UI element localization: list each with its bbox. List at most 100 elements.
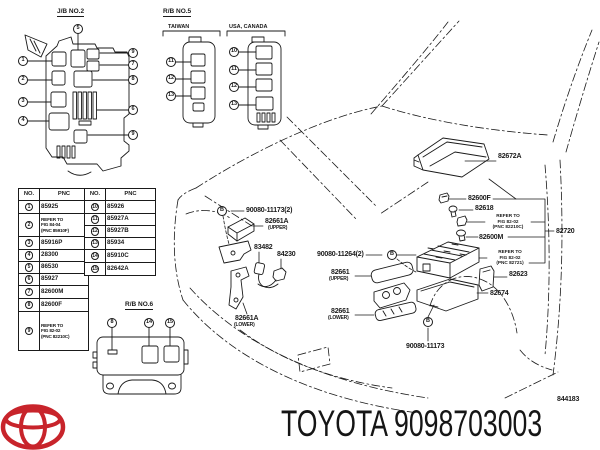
row-no-badge: 14 — [90, 251, 100, 261]
col-header-no: NO. — [18, 188, 40, 201]
callout-us-11: 11 — [229, 65, 239, 75]
part-label-83482: 83482 — [254, 244, 273, 251]
pnc-value: 85927 — [39, 273, 89, 286]
callout-us-13: 13 — [229, 100, 239, 110]
toyota-logo-icon — [0, 404, 66, 450]
part-label-82661a-lower: 82661A — [235, 315, 259, 322]
callout-8: 8 — [128, 75, 138, 85]
pnc-value: REFER TO FIG 84-04 (PNC 85910F) — [39, 213, 89, 237]
variant-label-upper: (UPPER) — [268, 225, 288, 231]
rb5-panels-drawing — [162, 30, 286, 130]
footer-part-number-text: TOYOTA 9098703003 — [281, 403, 543, 444]
row-no-badge: 9 — [24, 326, 34, 336]
callout-rb6-15: 15 — [165, 318, 175, 328]
pnc-value: 82642A — [105, 262, 156, 276]
row-no-badge: 10 — [90, 202, 100, 212]
rb6-title: R/B NO.6 — [125, 301, 154, 310]
callout-rb6-14: 14 — [144, 318, 154, 328]
table-row: 1 85925 — [18, 200, 89, 214]
part-label-90080-11173: 90080-11173 — [406, 343, 445, 350]
part-label-90080-11264: 90080-11264(2) — [317, 251, 364, 258]
row-no-badge: 3 — [24, 238, 34, 248]
part-label-82720: 82720 — [556, 228, 575, 235]
table-row: 2 REFER TO FIG 84-04 (PNC 85910F) — [18, 213, 89, 237]
callout-us-10: 10 — [229, 47, 239, 57]
jb2-title: J/B NO.2 — [57, 8, 85, 17]
table-row: 8 82600F — [18, 298, 89, 312]
part-label-82672a: 82672A — [498, 153, 522, 160]
region-label-usa-canada: USA, CANADA — [229, 24, 268, 30]
leader-lines — [222, 160, 555, 342]
pnc-value: 86530 — [39, 261, 89, 274]
row-no-badge: 13 — [90, 239, 100, 248]
part-label-82618: 82618 — [475, 205, 494, 212]
variant-label-upper: (UPPER) — [329, 276, 349, 282]
part-label-82661-upper: 82661 — [331, 269, 350, 276]
callout-7: 7 — [128, 60, 138, 70]
part-label-82600f: 82600F — [468, 195, 491, 202]
part-label-82661a-upper: 82661A — [265, 218, 289, 225]
table-row: 10 85926 — [84, 200, 156, 214]
callout-2: 2 — [18, 75, 28, 85]
table-row: 7 82600M — [18, 285, 89, 299]
pnc-value: 85910C — [105, 249, 156, 263]
col-header-pnc: PNC — [105, 188, 156, 201]
part-label-82600m: 82600M — [479, 234, 504, 241]
callout-bolt-b3: B — [423, 317, 433, 327]
callout-tw-13: 13 — [166, 91, 176, 101]
callout-5: 5 — [73, 24, 83, 34]
row-no-badge: 7 — [24, 287, 34, 297]
pnc-table-left: NO. PNC 1 85925 2 REFER TO FIG 84-04 (PNC … — [18, 188, 89, 351]
callout-tw-11: 11 — [166, 57, 176, 67]
pnc-value: 85927A — [105, 213, 156, 226]
part-label-84230: 84230 — [277, 251, 296, 258]
pnc-value: 82600F — [39, 298, 89, 312]
row-no-badge: 2 — [24, 220, 34, 230]
row-no-badge: 8 — [24, 300, 34, 310]
table-row: 6 85927 — [18, 273, 89, 286]
callout-1: 1 — [18, 56, 28, 66]
callout-9b: 9 — [128, 130, 138, 140]
col-header-pnc: PNC — [39, 188, 89, 201]
table-row: 15 82642A — [84, 262, 156, 276]
variant-label-lower: (LOWER) — [328, 315, 349, 321]
drawing-number: 844183 — [557, 396, 580, 403]
pnc-value: 85926 — [105, 200, 156, 214]
callout-6: 6 — [128, 105, 138, 115]
refer-note-82721: REFER TO FIG 82-02 (PNC 82721) — [496, 249, 524, 266]
part-label-90080-11173-2: 90080-11173(2) — [246, 207, 293, 214]
table-row: 5 86530 — [18, 261, 89, 274]
row-no-badge: 15 — [90, 264, 100, 274]
rb6-drawing — [92, 327, 189, 395]
row-no-badge: 12 — [90, 227, 100, 236]
row-no-badge: 4 — [24, 251, 34, 260]
pnc-value: 85934 — [105, 237, 156, 250]
callout-us-12: 12 — [229, 82, 239, 92]
region-label-taiwan: TAIWAN — [168, 24, 190, 30]
callout-9a: 9 — [128, 48, 138, 58]
jb2-fusebox-drawing — [24, 33, 130, 176]
callout-rb6-8: 8 — [107, 318, 117, 328]
row-no-badge: 6 — [24, 275, 34, 284]
part-label-82623: 82623 — [509, 271, 528, 278]
pnc-value: 85925 — [39, 200, 89, 214]
part-label-82661-lower: 82661 — [331, 308, 350, 315]
pnc-value: 28300 — [39, 249, 89, 262]
callout-bolt-b1: B — [217, 206, 227, 216]
part-label-82674: 82674 — [490, 290, 509, 297]
row-no-badge: 5 — [24, 263, 34, 272]
callout-tw-12: 12 — [166, 74, 176, 84]
engine-bay-parts — [218, 137, 495, 321]
row-no-badge: 1 — [24, 202, 34, 212]
callout-3: 3 — [18, 97, 28, 107]
pnc-value: 82600M — [39, 285, 89, 299]
refer-note-82210c: REFER TO FIG 82-02 (PNC 82210C) — [492, 213, 524, 230]
rb5-title: R/B NO.5 — [163, 8, 192, 17]
